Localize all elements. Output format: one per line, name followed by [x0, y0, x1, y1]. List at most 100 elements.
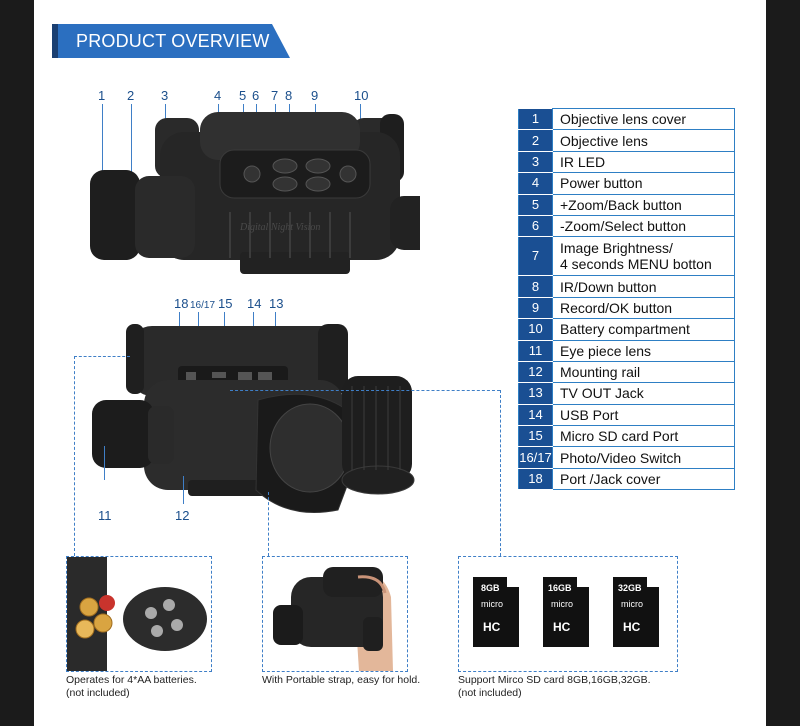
callout-5: 5 — [239, 88, 247, 103]
sd-card-image: 8GB micro HC — [473, 577, 519, 647]
part-number: 10 — [518, 318, 553, 341]
part-number: 2 — [518, 129, 553, 152]
part-number: 5 — [518, 193, 553, 216]
part-number: 12 — [518, 360, 553, 384]
part-label: Power button — [552, 172, 735, 195]
callout-line — [183, 476, 184, 504]
table-row: 6-Zoom/Select button — [518, 214, 735, 238]
callout-2: 2 — [127, 88, 135, 103]
callout-8: 8 — [285, 88, 293, 103]
sd-card-brand: micro — [621, 599, 643, 609]
callout-14: 14 — [247, 296, 262, 311]
batteries-box — [66, 556, 212, 672]
callout-10: 10 — [354, 88, 369, 103]
callout-line — [104, 446, 105, 480]
strap-box — [262, 556, 408, 672]
part-label: -Zoom/Select button — [552, 214, 735, 238]
callout-18: 18 — [174, 296, 189, 311]
part-label: Port /Jack cover — [552, 467, 735, 491]
sd-card-size: 8GB — [481, 583, 500, 593]
part-number: 4 — [518, 172, 553, 195]
section-banner: PRODUCT OVERVIEW — [52, 24, 290, 58]
sd-card-brand: micro — [481, 599, 503, 609]
sd-card-type: HC — [483, 620, 501, 634]
connector-line — [230, 390, 500, 391]
part-number: 16/17 — [518, 446, 553, 469]
callout-line — [102, 104, 103, 174]
callout-7: 7 — [271, 88, 279, 103]
connector-line — [74, 356, 130, 357]
part-label: +Zoom/Back button — [552, 193, 735, 216]
callout-6: 6 — [252, 88, 260, 103]
device-rear-view-image — [92, 324, 415, 513]
part-label: Objective lens cover — [552, 107, 735, 131]
callout-line — [360, 104, 361, 122]
part-number: 18 — [518, 467, 553, 491]
callout-11: 11 — [98, 508, 112, 523]
part-label: Record/OK button — [552, 296, 735, 320]
sd-caption-line-2: (not included) — [458, 687, 522, 699]
part-label: USB Port — [552, 403, 735, 427]
table-row: 5+Zoom/Back button — [518, 193, 735, 216]
part-label-line-1: Image Brightness/ — [560, 240, 673, 257]
sd-card-type: HC — [623, 620, 641, 634]
part-label: Battery compartment — [552, 318, 735, 341]
banner-shape — [52, 24, 290, 58]
callout-4: 4 — [214, 88, 222, 103]
part-label-line-2: 4 seconds MENU botton — [560, 256, 712, 273]
sd-caption-line-1: Support Mirco SD card 8GB,16GB,32GB. — [458, 674, 651, 686]
callout-9: 9 — [311, 88, 319, 103]
sd-card-16gb: 16GB micro HC — [543, 577, 589, 652]
product-overview-page: PRODUCT OVERVIEW 1 2 3 4 5 6 7 8 9 10 — [34, 0, 766, 726]
callout-15: 15 — [218, 296, 233, 311]
batteries-caption-line-1: Operates for 4*AA batteries. — [66, 674, 197, 686]
part-label: Image Brightness/4 seconds MENU botton — [552, 236, 735, 277]
part-number: 11 — [518, 339, 553, 362]
part-number: 7 — [518, 236, 553, 277]
part-label: Mounting rail — [552, 360, 735, 384]
part-label: IR LED — [552, 150, 735, 174]
sd-card-image: 16GB micro HC — [543, 577, 589, 647]
callout-1: 1 — [98, 88, 106, 103]
connector-line — [500, 390, 501, 556]
callout-line — [165, 104, 166, 124]
part-label: Eye piece lens — [552, 339, 735, 362]
part-number: 15 — [518, 425, 553, 448]
device-side-text: Digital Night Vision — [239, 222, 320, 233]
sd-card-8gb: 8GB micro HC — [473, 577, 519, 652]
part-number: 8 — [518, 275, 553, 298]
sd-card-image: 32GB micro HC — [613, 577, 659, 647]
part-label: Micro SD card Port — [552, 425, 735, 448]
callout-16-17: 16/17 — [190, 300, 216, 311]
sd-cards-box: 8GB micro HC 16GB micro HC 32GB micro HC — [458, 556, 678, 672]
sd-caption: Support Mirco SD card 8GB,16GB,32GB. (no… — [458, 674, 651, 700]
batteries-caption-line-2: (not included) — [66, 687, 130, 699]
part-label: TV OUT Jack — [552, 382, 735, 405]
batteries-caption: Operates for 4*AA batteries. (not includ… — [66, 674, 197, 700]
strap-hand-image — [273, 567, 393, 671]
sd-card-brand: micro — [551, 599, 573, 609]
strap-caption: With Portable strap, easy for hold. — [262, 674, 421, 686]
part-number: 3 — [518, 150, 553, 174]
batteries-image — [67, 557, 207, 671]
callout-line — [131, 104, 132, 174]
sd-card-size: 32GB — [618, 583, 642, 593]
part-label: Objective lens — [552, 129, 735, 152]
callout-13: 13 — [269, 296, 284, 311]
sd-card-size: 16GB — [548, 583, 572, 593]
part-number: 13 — [518, 382, 553, 405]
